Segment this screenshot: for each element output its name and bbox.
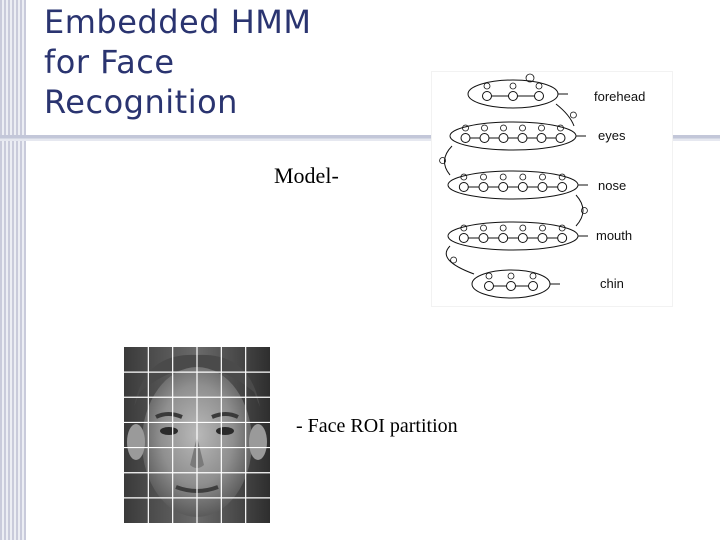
state-forehead-3 (534, 91, 544, 101)
state-nose-4 (517, 182, 528, 192)
state-chin-1 (484, 281, 494, 291)
state-mouth-5 (537, 233, 548, 243)
left-ear-shape (127, 424, 145, 460)
super-loop-eyes (439, 157, 447, 164)
region-label-chin: chin (600, 276, 624, 291)
self-loop-nose-5 (539, 173, 546, 181)
state-nose-6 (557, 182, 568, 192)
self-loop-chin-2 (507, 272, 515, 280)
self-loop-chin-1 (485, 272, 493, 280)
self-loop-eyes-1 (462, 124, 469, 132)
face-roi-image (124, 347, 270, 523)
roi-grid (124, 347, 270, 523)
super-loop-mouth (450, 256, 458, 264)
region-label-mouth: mouth (596, 228, 633, 243)
self-loop-nose-2 (480, 173, 487, 181)
left-eye-shape (160, 427, 178, 435)
self-loop-eyes-4 (519, 124, 526, 132)
self-loop-nose-6 (558, 173, 566, 181)
left-eyebrow-shape (155, 412, 183, 419)
region-label-eyes: eyes (598, 128, 626, 143)
self-loop-nose-4 (519, 173, 527, 181)
self-loop-chin-3 (529, 272, 537, 280)
state-mouth-6 (557, 233, 568, 243)
region-label-nose: nose (598, 178, 627, 193)
state-nose-5 (537, 182, 548, 192)
self-loop-eyes-2 (481, 124, 488, 132)
self-loop-nose-1 (460, 173, 468, 181)
state-nose-3 (498, 182, 509, 192)
self-loop-forehead-2 (509, 82, 517, 90)
state-mouth-2 (478, 233, 489, 243)
state-nose-2 (478, 182, 489, 192)
self-loop-mouth-6 (558, 224, 566, 232)
roi-partition-label: - Face ROI partition (296, 415, 458, 437)
self-loop-eyes-3 (500, 124, 507, 132)
state-chin-3 (528, 281, 538, 291)
state-eyes-1 (460, 133, 471, 143)
state-eyes-6 (555, 133, 566, 143)
state-eyes-3 (498, 133, 509, 143)
super-transition-eyes (444, 145, 453, 176)
self-loop-mouth-3 (499, 224, 507, 232)
self-loop-forehead-3 (535, 82, 543, 90)
slide-title-line-3: Recognition (44, 83, 238, 121)
slide-title-line-2: for Face (44, 43, 175, 81)
right-eyebrow-shape (211, 412, 239, 419)
self-loop-mouth-4 (519, 224, 527, 232)
state-eyes-2 (479, 133, 490, 143)
decorative-stripe-band (0, 0, 26, 540)
super-transition-forehead (555, 103, 575, 127)
slide-title: Embedded HMM for Face Recognition (44, 2, 311, 122)
super-self-loop-top (525, 73, 535, 83)
self-loop-eyes-6 (557, 124, 564, 132)
super-loop-forehead (569, 111, 577, 119)
model-label: Model- (274, 163, 339, 188)
hmm-diagram-svg (439, 73, 588, 299)
state-eyes-4 (517, 133, 528, 143)
slide-title-line-1: Embedded HMM (44, 3, 312, 41)
face-image-svg (124, 347, 270, 523)
right-eye-shape (216, 427, 234, 435)
right-ear-shape (249, 424, 267, 460)
state-mouth-1 (458, 233, 469, 243)
state-forehead-1 (482, 91, 492, 101)
state-nose-1 (458, 182, 469, 192)
state-mouth-3 (498, 233, 509, 243)
state-eyes-5 (536, 133, 547, 143)
embedded-hmm-diagram: forehead eyes nose mouth chin (432, 72, 672, 306)
self-loop-eyes-5 (538, 124, 545, 132)
super-transition-nose (575, 194, 584, 227)
state-mouth-4 (517, 233, 528, 243)
self-loop-mouth-1 (460, 224, 468, 232)
self-loop-mouth-2 (480, 224, 487, 232)
self-loop-nose-3 (499, 173, 507, 181)
self-loop-forehead-1 (483, 82, 491, 90)
hair-shape (134, 354, 260, 407)
title-divider (0, 135, 720, 141)
region-label-forehead: forehead (594, 89, 646, 104)
super-transition-mouth (445, 245, 475, 275)
state-forehead-2 (508, 91, 518, 101)
super-loop-nose (580, 207, 588, 214)
self-loop-mouth-5 (539, 224, 546, 232)
state-chin-2 (506, 281, 516, 291)
